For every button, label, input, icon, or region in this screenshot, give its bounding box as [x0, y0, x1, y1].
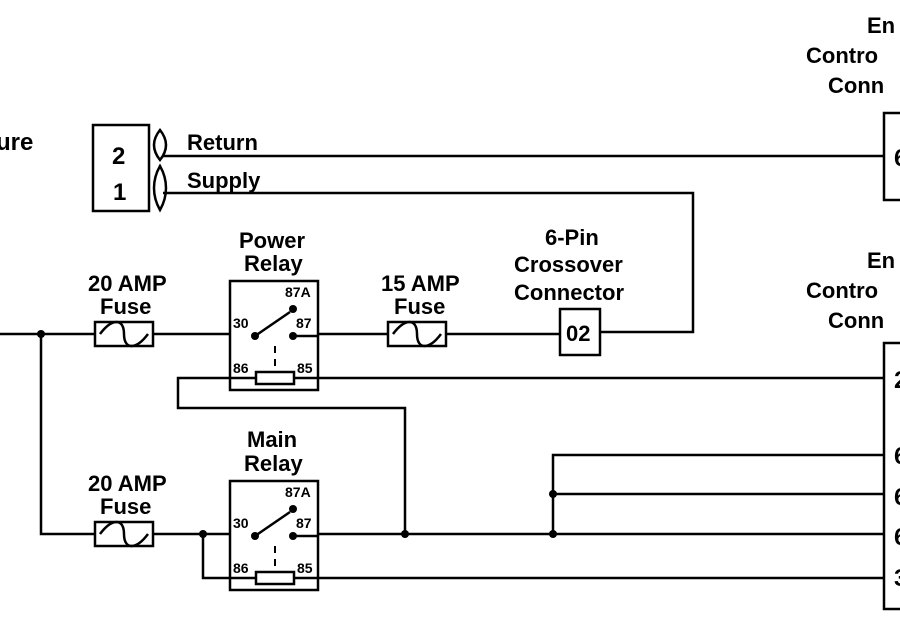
fuse-bottom-label-1: 20 AMP: [88, 471, 167, 496]
power-relay-label-2: Relay: [244, 251, 303, 276]
fuse-top-icon: [93, 320, 155, 348]
main-relay-pin-85: 85: [297, 560, 313, 576]
power-relay-label-1: Power: [239, 228, 305, 253]
fuse-top-label-1: 20 AMP: [88, 271, 167, 296]
ecm-bottom-connector: [882, 341, 900, 611]
fuse-15-label-2: Fuse: [394, 294, 445, 319]
main-relay-pin-86: 86: [233, 560, 249, 576]
left-cut-label: ure: [0, 129, 33, 156]
fuse-top-label-2: Fuse: [100, 294, 151, 319]
crossover-label-3: Connector: [514, 280, 624, 305]
fuse-15-icon: [386, 320, 448, 348]
main-relay-86-feed: [201, 534, 230, 580]
main-relay-label-1: Main: [247, 427, 297, 452]
power-relay-pin-87a: 87A: [285, 284, 311, 300]
return-label: Return: [187, 130, 258, 155]
ecm-bottom-pin-2: 6: [894, 443, 900, 470]
ecm-top-label-1: En: [867, 13, 895, 38]
connector-lance-icon: [152, 127, 168, 213]
fuse-bottom-icon: [93, 520, 155, 548]
sensor-pin-1: 1: [113, 179, 126, 206]
power-relay-86-wire: [176, 376, 407, 534]
crossover-label-2: Crossover: [514, 252, 623, 277]
ecm-bottom-pin-1: 2: [894, 367, 900, 394]
sensor-connector: [91, 123, 151, 213]
ecm-bottom-pin-3: 6: [894, 484, 900, 511]
ecm-bottom-label-3: Conn: [828, 308, 884, 333]
sensor-pin-2: 2: [112, 143, 125, 170]
ecm-power-branch-wire: [551, 453, 884, 534]
supply-label: Supply: [187, 168, 261, 193]
ecm-top-pin: 6: [894, 145, 900, 172]
main-relay-label-2: Relay: [244, 451, 303, 476]
ecm-bottom-pin-5: 3: [894, 565, 900, 592]
crossover-label-1: 6-Pin: [545, 225, 599, 250]
ecm-top-label-2: Contro: [806, 43, 878, 68]
power-relay-pin-30: 30: [233, 315, 249, 331]
main-relay-pin-87: 87: [296, 515, 312, 531]
power-relay-pin-86: 86: [233, 360, 249, 376]
supply-wire: [163, 191, 695, 334]
feed-branch-wire: [39, 334, 95, 536]
junction-dot: [401, 530, 409, 538]
power-relay-pin-87: 87: [296, 315, 312, 331]
ecm-bottom-label-1: En: [867, 248, 895, 273]
power-relay-pin-85: 85: [297, 360, 313, 376]
crossover-connector: [558, 307, 602, 357]
main-relay-pin-87a: 87A: [285, 484, 311, 500]
fuse-bottom-label-2: Fuse: [100, 494, 151, 519]
crossover-pin: 02: [566, 321, 590, 346]
fuse-15-label-1: 15 AMP: [381, 271, 460, 296]
ecm-bottom-label-2: Contro: [806, 278, 878, 303]
ecm-bottom-pin-4: 6: [894, 524, 900, 551]
junction-dot: [37, 330, 45, 338]
main-relay-pin-30: 30: [233, 515, 249, 531]
ecm-top-label-3: Conn: [828, 73, 884, 98]
